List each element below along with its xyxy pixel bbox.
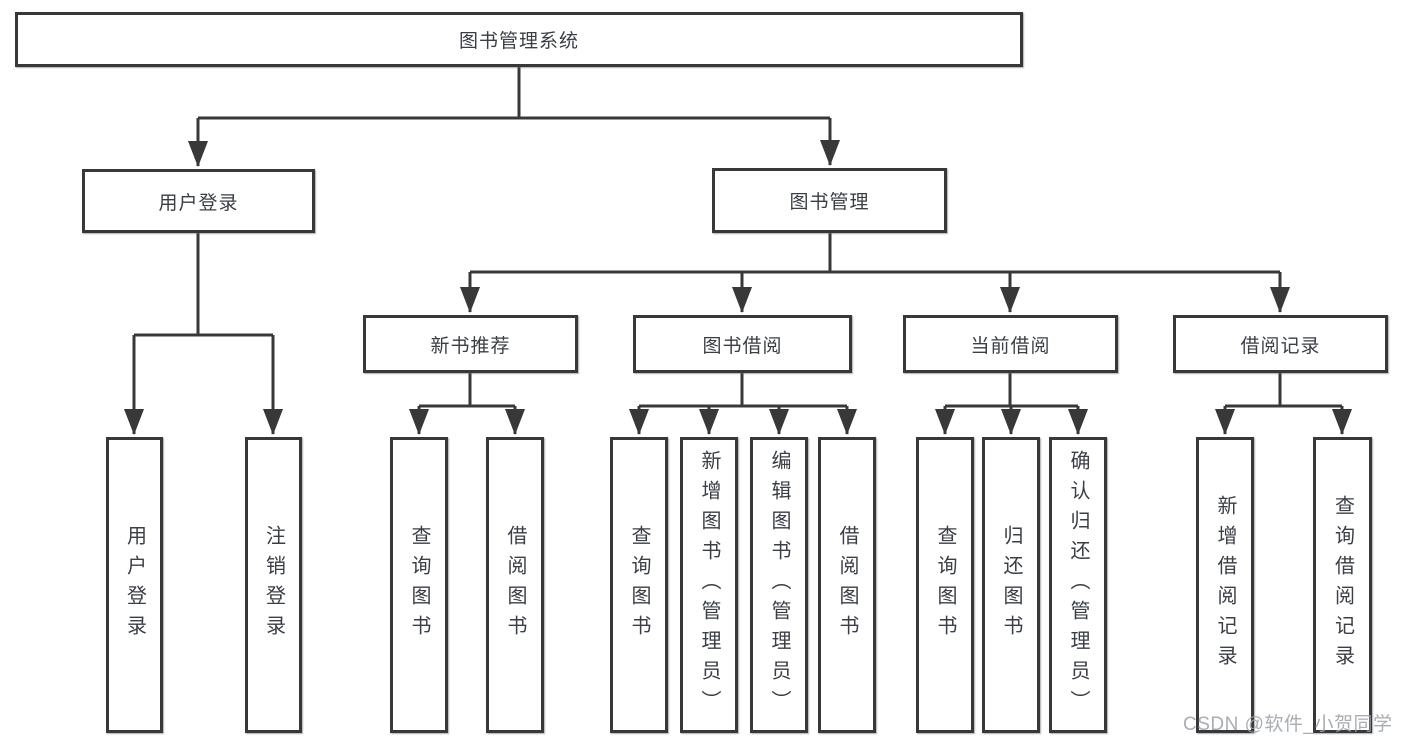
node-book-management-branch: 图书管理 bbox=[712, 168, 947, 233]
leaf-add-borrow-record: 新增借阅记录 bbox=[1196, 437, 1254, 733]
node-label: 借阅记录 bbox=[1240, 335, 1321, 357]
node-label: 新书推荐 bbox=[430, 335, 511, 357]
leaf-label: 归还图书 bbox=[1000, 525, 1022, 645]
leaf-return-book: 归还图书 bbox=[982, 437, 1040, 733]
node-root-library-system: 图书管理系统 bbox=[15, 12, 1023, 67]
leaf-label: 借阅图书 bbox=[504, 525, 526, 645]
leaf-label: 新增借阅记录 bbox=[1214, 495, 1236, 675]
node-label: 图书借阅 bbox=[702, 335, 783, 357]
leaf-borrow-books-recommend: 借阅图书 bbox=[486, 437, 544, 733]
node-label: 用户登录 bbox=[158, 192, 239, 214]
leaf-label: 用户登录 bbox=[123, 525, 146, 645]
leaf-label: 查询借阅记录 bbox=[1331, 495, 1354, 675]
node-borrowing-records: 借阅记录 bbox=[1173, 315, 1388, 373]
leaf-user-login: 用户登录 bbox=[106, 437, 163, 733]
leaf-borrow-books: 借阅图书 bbox=[818, 437, 876, 733]
leaf-label: 确认归还（管理员） bbox=[1067, 450, 1089, 720]
leaf-label: 查询图书 bbox=[408, 525, 430, 645]
leaf-query-books-borrow: 查询图书 bbox=[610, 437, 668, 733]
leaf-label: 查询图书 bbox=[628, 525, 650, 645]
node-new-book-recommend: 新书推荐 bbox=[363, 315, 578, 373]
csdn-watermark: CSDN @软件_小贺同学 bbox=[1183, 714, 1393, 735]
leaf-label: 编辑图书（管理员） bbox=[768, 450, 790, 720]
leaf-add-book-admin: 新增图书（管理员） bbox=[680, 437, 738, 733]
node-label: 图书管理 bbox=[789, 192, 870, 213]
leaf-edit-book-admin: 编辑图书（管理员） bbox=[750, 437, 808, 733]
leaf-label: 借阅图书 bbox=[836, 525, 858, 645]
node-book-borrowing: 图书借阅 bbox=[633, 315, 852, 373]
leaf-label: 新增图书（管理员） bbox=[698, 450, 720, 720]
leaf-query-books-recommend: 查询图书 bbox=[390, 437, 448, 733]
node-current-borrowing: 当前借阅 bbox=[903, 315, 1118, 373]
node-user-login-branch: 用户登录 bbox=[82, 169, 315, 233]
leaf-label: 查询图书 bbox=[934, 525, 956, 645]
leaf-query-books-current: 查询图书 bbox=[916, 437, 974, 733]
leaf-logout: 注销登录 bbox=[245, 437, 302, 733]
node-label: 图书管理系统 bbox=[458, 31, 579, 52]
leaf-confirm-return-admin: 确认归还（管理员） bbox=[1049, 437, 1107, 733]
leaf-label: 注销登录 bbox=[262, 525, 285, 645]
leaf-query-borrow-record: 查询借阅记录 bbox=[1313, 437, 1372, 733]
node-label: 当前借阅 bbox=[970, 335, 1051, 357]
